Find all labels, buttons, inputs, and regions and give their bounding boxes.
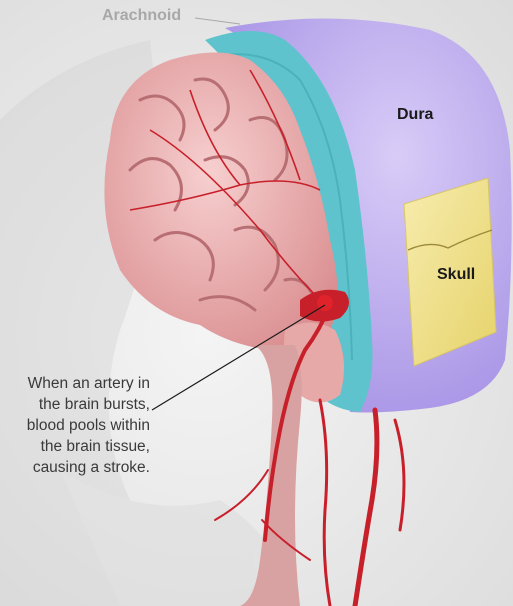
- dura-label: Dura: [397, 106, 433, 124]
- stroke-caption: When an artery in the brain bursts, bloo…: [0, 373, 150, 478]
- caption-line: causing a stroke.: [0, 457, 150, 478]
- caption-line: the brain tissue,: [0, 436, 150, 457]
- caption-line: the brain bursts,: [0, 394, 150, 415]
- skull-label: Skull: [437, 266, 475, 284]
- caption-line: When an artery in: [0, 373, 150, 394]
- caption-line: blood pools within: [0, 415, 150, 436]
- arachnoid-leader: [195, 18, 240, 24]
- arachnoid-label: Arachnoid: [102, 7, 181, 25]
